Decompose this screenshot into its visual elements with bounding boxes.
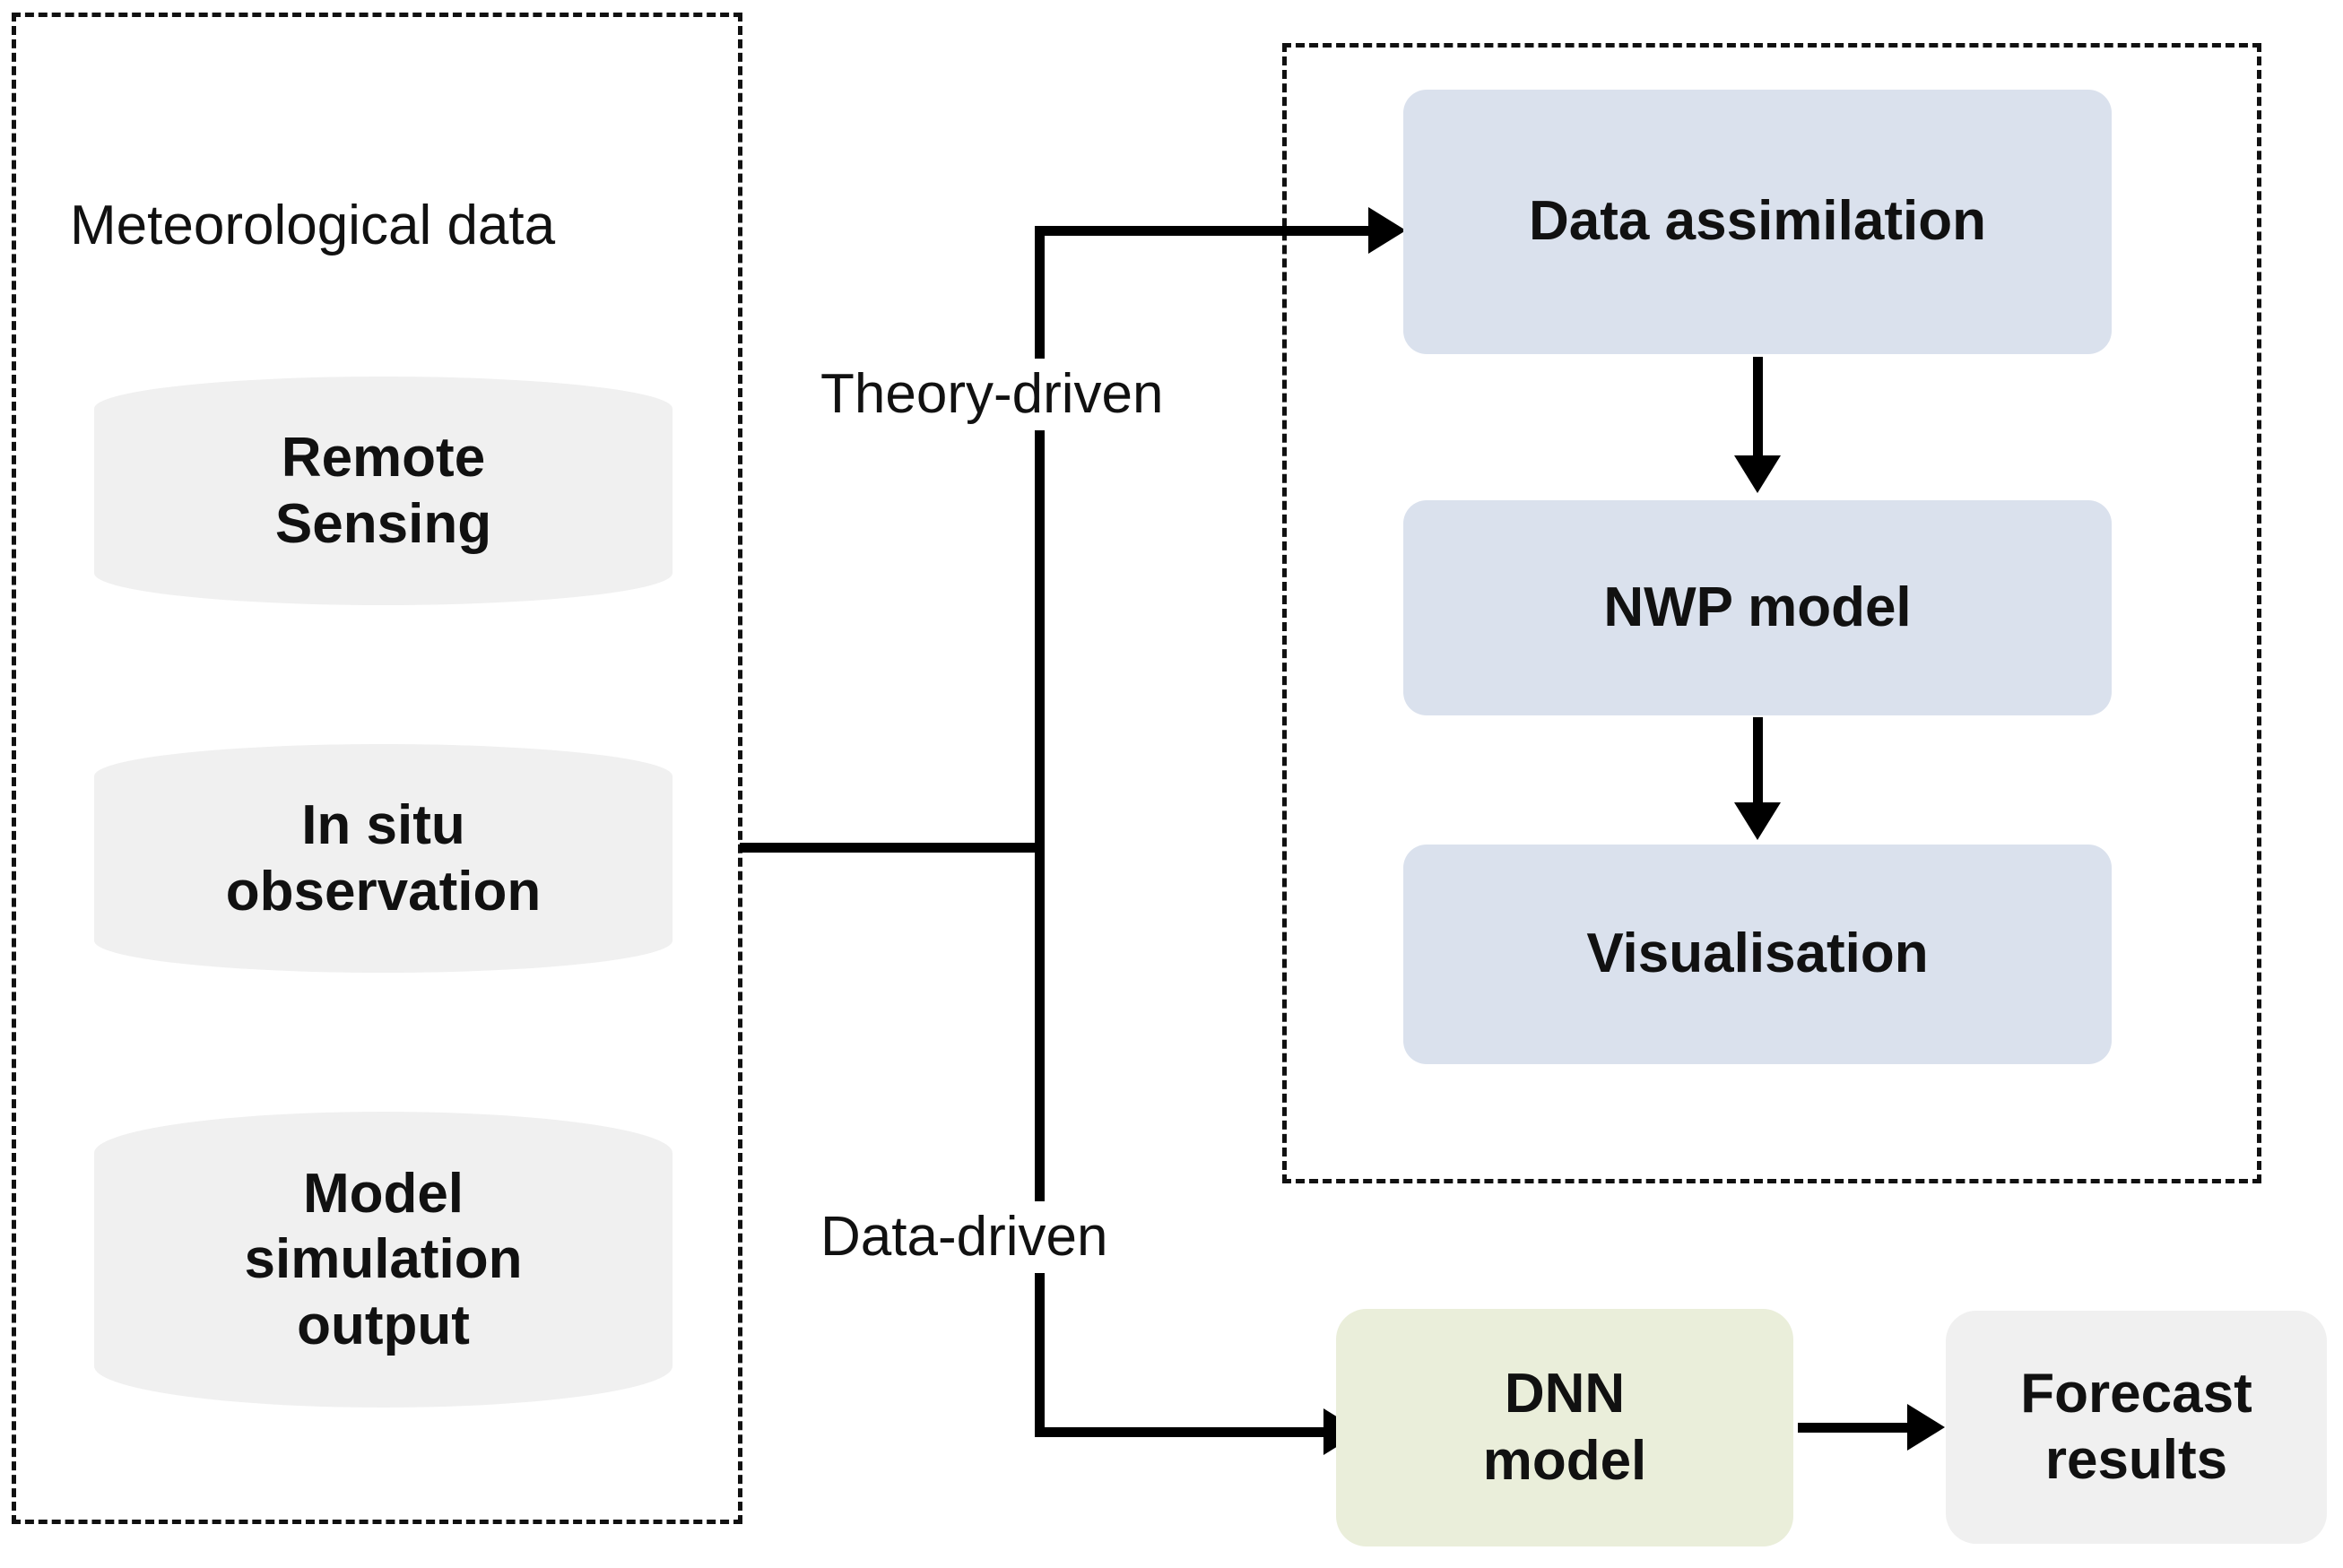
process-forecast-line2: results (2044, 1429, 2228, 1491)
branch-label-data-driven: Data-driven (811, 1201, 1117, 1274)
theory-driven-group (1282, 43, 2261, 1183)
process-forecast-results-label: Forecast results (2020, 1361, 2252, 1494)
arrowhead-to-nwp-model (1734, 455, 1781, 493)
connector-theory-horizontal (1035, 226, 1384, 236)
connector-trunk-vertical (1035, 226, 1045, 1167)
meteorological-data-label: Meteorological data (70, 195, 556, 256)
process-dnn-line1: DNN (1504, 1363, 1626, 1425)
source-remote-sensing-label: Remote Sensing (275, 425, 491, 556)
connector-assimilation-to-nwp (1753, 357, 1763, 460)
process-data-assimilation-label: Data assimilation (1529, 190, 1986, 253)
source-in-situ-observation[interactable]: In situ observation (94, 744, 673, 973)
meteorological-data-group (12, 13, 742, 1524)
source-remote-sensing-line2: Sensing (274, 492, 492, 555)
process-nwp-model[interactable]: NWP model (1403, 500, 2112, 715)
process-data-assimilation[interactable]: Data assimilation (1403, 90, 2112, 354)
source-model-line2: simulation (244, 1228, 523, 1291)
source-remote-sensing[interactable]: Remote Sensing (94, 377, 673, 605)
source-remote-sensing-line1: Remote (281, 427, 486, 489)
process-dnn-model-label: DNN model (1483, 1361, 1647, 1494)
branch-label-theory-driven: Theory-driven (811, 359, 1173, 431)
source-model-simulation-output[interactable]: Model simulation output (94, 1112, 673, 1408)
process-visualisation-label: Visualisation (1586, 923, 1929, 985)
arrowhead-to-visualisation (1734, 802, 1781, 840)
source-in-situ-line1: In situ (301, 794, 465, 857)
source-model-line1: Model (302, 1163, 464, 1226)
source-model-simulation-label: Model simulation output (244, 1161, 522, 1357)
process-dnn-model[interactable]: DNN model (1336, 1309, 1793, 1546)
process-forecast-results[interactable]: Forecast results (1946, 1311, 2327, 1544)
process-visualisation[interactable]: Visualisation (1403, 845, 2112, 1064)
connector-dnn-to-forecast (1798, 1423, 1914, 1433)
connector-nwp-to-visualisation (1753, 717, 1763, 807)
process-forecast-line1: Forecast (2020, 1362, 2252, 1425)
arrowhead-to-data-assimilation (1368, 207, 1406, 254)
connector-sources-to-trunk (740, 843, 1045, 853)
process-dnn-line2: model (1482, 1429, 1647, 1492)
source-in-situ-line2: observation (225, 860, 542, 923)
arrowhead-to-forecast-results (1907, 1404, 1945, 1451)
source-model-line3: output (297, 1294, 470, 1356)
process-nwp-model-label: NWP model (1603, 576, 1912, 638)
source-in-situ-observation-label: In situ observation (226, 793, 541, 923)
connector-data-horizontal (1035, 1427, 1340, 1437)
